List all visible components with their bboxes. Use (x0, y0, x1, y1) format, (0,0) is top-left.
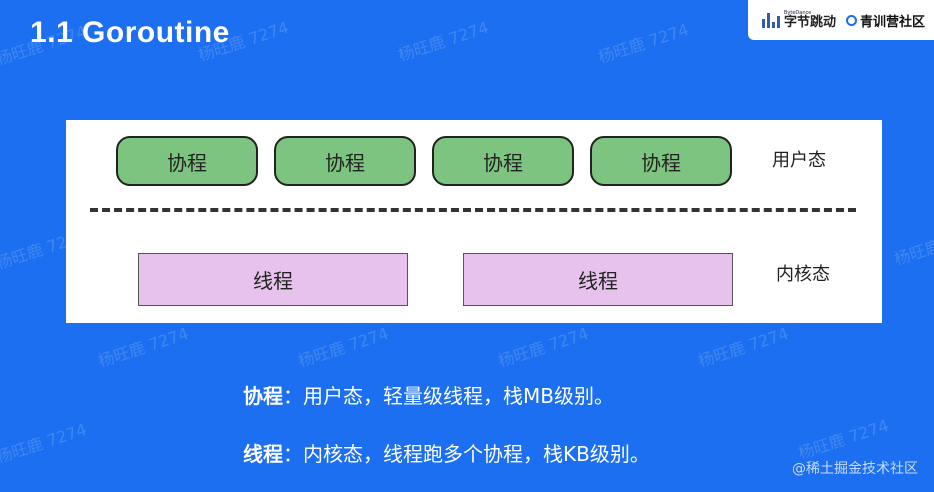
watermark: 杨旺鹿 7274 (395, 17, 491, 65)
state-divider (90, 208, 856, 212)
bytedance-brand: ByteDance 字节跳动 (784, 10, 837, 30)
thread-term: 线程 (243, 442, 283, 466)
watermark: 杨旺鹿 7274 (495, 323, 591, 371)
watermark: 杨旺鹿 7274 (891, 222, 934, 269)
juejin-footer-watermark: @稀土掘金技术社区 (792, 461, 918, 477)
coroutine-description-text: ：用户态，轻量级线程，栈MB级别。 (283, 384, 614, 408)
watermark: 杨旺鹿 7274 (595, 19, 691, 67)
diagram-panel: 协程 协程 协程 协程 用户态 线程 线程 内核态 (66, 120, 882, 323)
coroutine-box: 协程 (590, 136, 732, 186)
community-name: 青训营社区 (860, 14, 926, 30)
thread-box: 线程 (463, 253, 733, 306)
thread-description: 线程：内核态，线程跑多个协程，栈KB级别。 (243, 438, 650, 467)
thread-box: 线程 (138, 253, 408, 306)
coroutine-term: 协程 (243, 384, 283, 408)
bytedance-logo-icon (762, 12, 780, 28)
thread-description-text: ：内核态，线程跑多个协程，栈KB级别。 (283, 442, 650, 466)
slide-title: 1.1 Goroutine (30, 16, 230, 49)
coroutine-description: 协程：用户态，轻量级线程，栈MB级别。 (243, 380, 614, 409)
bytedance-small-label: ByteDance (784, 10, 812, 16)
watermark: 杨旺鹿 7274 (0, 419, 89, 467)
bytedance-name: 字节跳动 (784, 15, 837, 30)
watermark: 杨旺鹿 7274 (95, 323, 191, 371)
kernel-state-label: 内核态 (776, 264, 830, 285)
watermark: 杨旺鹿 7274 (795, 415, 891, 463)
coroutine-box: 协程 (432, 136, 574, 186)
branding-logos: ByteDance 字节跳动 青训营社区 (748, 0, 934, 40)
community-logo-icon (846, 14, 858, 26)
user-state-label: 用户态 (772, 150, 826, 171)
coroutine-box: 协程 (116, 136, 258, 186)
watermark: 杨旺鹿 7274 (295, 323, 391, 371)
watermark: 杨旺鹿 7274 (695, 323, 791, 371)
coroutine-box: 协程 (274, 136, 416, 186)
